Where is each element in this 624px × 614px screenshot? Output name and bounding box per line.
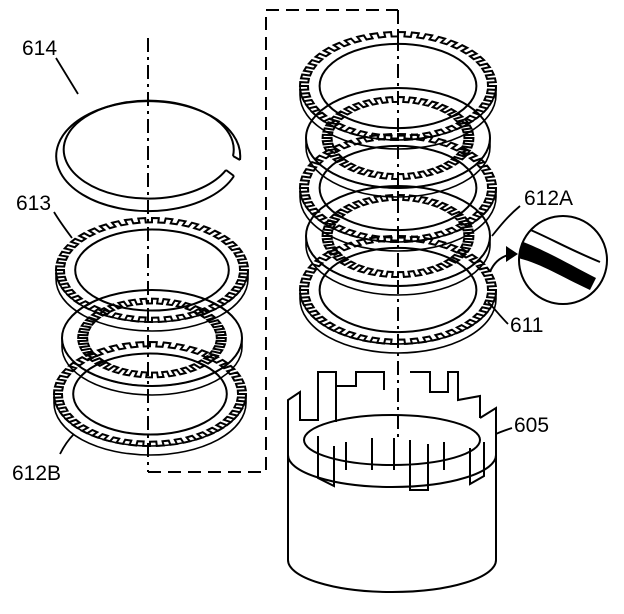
clutch-housing	[287, 371, 497, 593]
assembly-dashed-connector	[148, 9, 398, 473]
plate-teeth	[77, 297, 227, 379]
plate-edge	[299, 187, 497, 252]
plate-teeth	[321, 193, 475, 279]
label-611: 611	[510, 314, 543, 337]
label-605: 605	[514, 414, 549, 437]
part-number-labels: 614 613 612B 612A 611 605	[12, 37, 573, 485]
plate-teeth	[321, 95, 475, 181]
plate-inner-edge	[72, 352, 228, 436]
plate-detail-callout	[489, 215, 608, 305]
centre-axes	[147, 10, 399, 472]
label-612b: 612B	[12, 462, 61, 485]
plate-inner-edge	[74, 228, 230, 312]
lower-fiber-plate	[52, 340, 248, 456]
fiber-plate	[61, 289, 243, 396]
label-leader-lines	[53, 57, 521, 455]
label-614: 614	[22, 37, 57, 60]
plate-edge	[53, 393, 247, 456]
fiber-plate	[305, 87, 491, 198]
label-612a: 612A	[524, 187, 573, 210]
plate-edge	[299, 289, 497, 354]
plate-outer-edge	[305, 87, 491, 189]
snap-ring	[55, 99, 242, 213]
upper-steel-plate	[54, 216, 250, 332]
plate-edge	[299, 85, 497, 150]
plate-outer-edge	[61, 289, 243, 387]
label-613: 613	[16, 192, 51, 215]
left-clutch-stack	[52, 99, 250, 456]
